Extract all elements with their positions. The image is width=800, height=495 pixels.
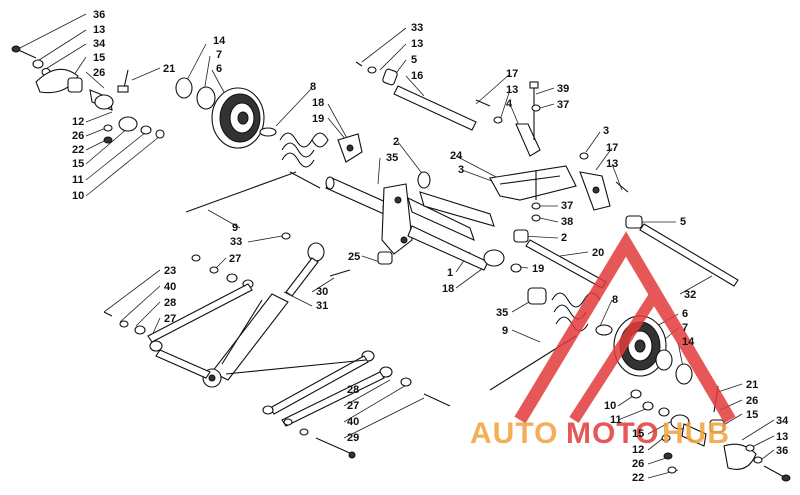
center-frame	[377, 171, 522, 273]
callout-label: 38	[561, 216, 573, 228]
callout-label: 22	[72, 144, 84, 156]
callout-label: 40	[347, 416, 359, 428]
left-bolt-assembly	[11, 45, 165, 144]
shock-absorber	[202, 232, 351, 388]
callout-label: 28	[347, 384, 359, 396]
parts	[11, 45, 791, 482]
callout-label: 10	[604, 400, 616, 412]
callout-label: 10	[72, 190, 84, 202]
watermark-word-moto: MOTO	[566, 417, 659, 450]
callout-label: 23	[164, 265, 176, 277]
callout-label: 15	[746, 409, 758, 421]
callout-label: 3	[603, 125, 609, 137]
callout-label: 2	[561, 232, 567, 244]
callout-label: 27	[164, 313, 176, 325]
callout-label: 34	[93, 38, 106, 50]
callout-label: 1	[447, 267, 453, 279]
callout-label: 26	[93, 67, 105, 79]
callout-label: 33	[411, 22, 423, 34]
callout-label: 21	[163, 63, 175, 75]
callout-label: 19	[312, 113, 324, 125]
lower-rear-shaft	[513, 215, 739, 289]
callout-label: 15	[72, 158, 84, 170]
callout-label: 24	[450, 150, 463, 162]
callout-label: 17	[506, 68, 518, 80]
callout-label: 18	[312, 97, 324, 109]
watermark-triangle-inner	[569, 285, 707, 423]
callout-label: 12	[632, 444, 644, 456]
callout-label: 15	[632, 428, 644, 440]
callout-label: 14	[682, 336, 695, 348]
callout-label: 2	[393, 136, 399, 148]
lower-link-assembly	[225, 350, 451, 459]
callout-label: 26	[72, 130, 84, 142]
left-link-assembly	[103, 254, 254, 379]
callout-label: 12	[72, 116, 84, 128]
callout-label: 13	[411, 38, 423, 50]
callout-label: 37	[561, 200, 573, 212]
callout-label: 5	[680, 216, 686, 228]
callout-label: 17	[606, 142, 618, 154]
callout-label: 40	[164, 281, 176, 293]
callout-label: 31	[316, 300, 328, 312]
callout-label: 9	[232, 222, 238, 234]
callout-label: 21	[746, 379, 758, 391]
spring-bracket-upper	[337, 133, 363, 163]
left-torsion-spring	[185, 127, 329, 213]
right-bolt-assembly	[630, 385, 791, 482]
callout-label: 34	[776, 415, 789, 427]
watermark-word-hub: HUB	[662, 417, 730, 450]
callout-label: 29	[347, 432, 359, 444]
callout-label: 20	[592, 247, 604, 259]
callout-label: 8	[310, 81, 316, 93]
callout-label: 9	[502, 325, 508, 337]
callout-label: 37	[557, 99, 569, 111]
callout-labels: 36 13 34 15 26 21 14 7 6 12 26 22 15 11 …	[72, 9, 789, 484]
callout-label: 27	[347, 400, 359, 412]
callout-label: 39	[557, 83, 569, 95]
callout-label: 36	[93, 9, 105, 21]
callout-label: 16	[411, 70, 423, 82]
callout-label: 4	[506, 98, 513, 110]
callout-label: 7	[682, 322, 688, 334]
callout-label: 26	[746, 395, 758, 407]
callout-label: 11	[610, 414, 622, 426]
callout-label: 5	[411, 54, 417, 66]
callout-label: 32	[684, 289, 696, 301]
callout-label: 27	[229, 253, 241, 265]
callout-label: 13	[93, 24, 105, 36]
callout-label: 11	[72, 174, 84, 186]
callout-label: 13	[776, 431, 788, 443]
callout-label: 18	[442, 283, 454, 295]
callout-label: 36	[776, 445, 788, 457]
callout-label: 7	[216, 49, 222, 61]
callout-label: 3	[458, 164, 464, 176]
callout-label: 22	[632, 472, 644, 484]
callout-label: 14	[213, 35, 226, 47]
upper-right-arm	[475, 81, 629, 222]
callout-label: 35	[386, 152, 398, 164]
watermark-word-auto: AUTO	[470, 417, 558, 450]
callout-label: 19	[532, 263, 544, 275]
callout-label: 6	[216, 63, 222, 75]
callout-label: 6	[682, 308, 688, 320]
watermark: AUTO MOTO HUB	[470, 231, 736, 450]
callout-label: 26	[632, 458, 644, 470]
callout-label: 8	[612, 294, 618, 306]
callout-label: 15	[93, 52, 105, 64]
callout-label: 13	[506, 84, 518, 96]
callout-label: 33	[230, 236, 242, 248]
upper-rear-shaft	[355, 61, 477, 131]
callout-label: 25	[348, 251, 360, 263]
left-idler-wheel	[175, 77, 265, 149]
callout-label: 35	[496, 307, 508, 319]
callout-label: 13	[606, 158, 618, 170]
callout-label: 30	[316, 286, 328, 298]
callout-label: 28	[164, 297, 176, 309]
